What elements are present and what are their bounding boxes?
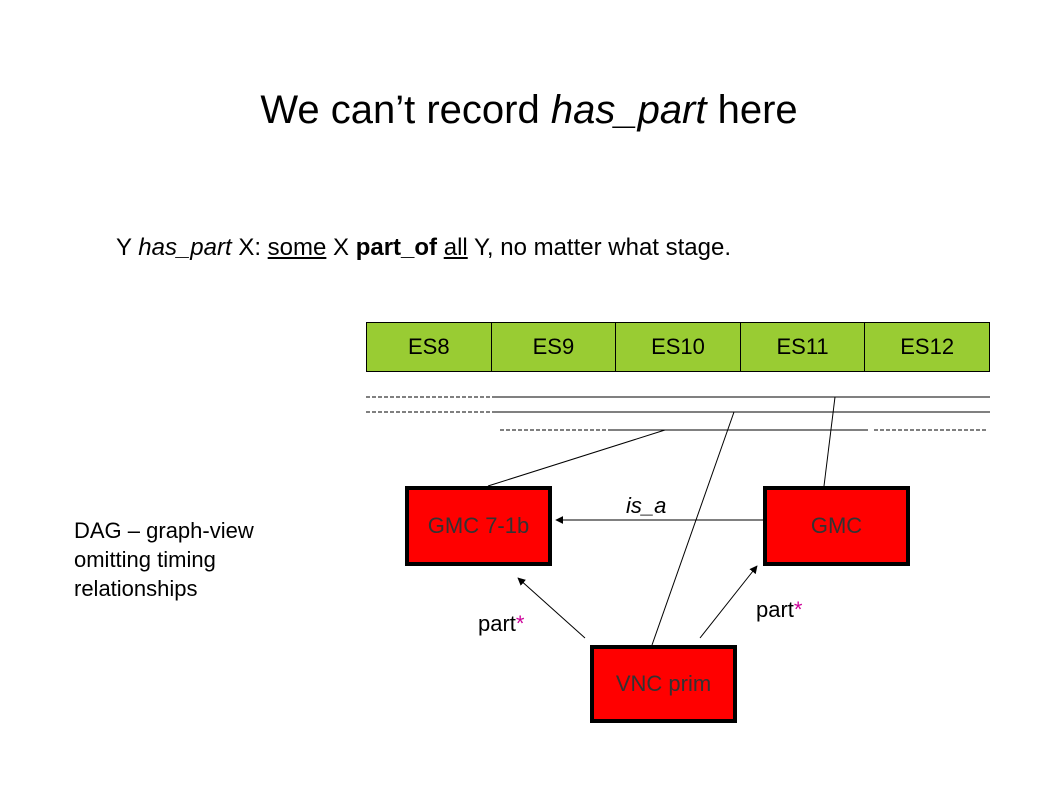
- part-word-right: part: [756, 597, 794, 622]
- part-star-right: *: [793, 597, 803, 622]
- title-suffix: here: [706, 88, 798, 132]
- def-has-part: has_part: [138, 234, 232, 261]
- has-part-definition: Y has_part X: some X part_of all Y, no m…: [116, 233, 731, 263]
- stage-es12: ES12: [900, 334, 955, 359]
- title-prefix: We can’t record: [260, 88, 551, 132]
- slide-title: We can’t record has_part here: [0, 86, 1058, 134]
- node-gmc-7-1b: GMC 7-1b: [405, 486, 552, 566]
- part-label-left: part*: [478, 611, 524, 637]
- connector-gmc71b: [487, 429, 666, 487]
- def-y: Y: [116, 234, 139, 261]
- part-arrow-right: [699, 565, 758, 639]
- def-x: X: [326, 234, 356, 261]
- part-arrow-left: [517, 577, 586, 639]
- part-word-left: part: [478, 611, 516, 636]
- def-rest: Y, no matter what stage.: [467, 234, 732, 261]
- dag-note: DAG – graph-view omitting timing relatio…: [74, 518, 254, 601]
- connector-gmc: [823, 396, 836, 487]
- stage-es10: ES10: [616, 323, 741, 371]
- stage-es9: ES9: [492, 323, 617, 371]
- title-em: has_part: [550, 88, 707, 132]
- part-label-right: part*: [756, 597, 802, 623]
- connector-vnc: [651, 411, 735, 646]
- def-x-colon: X:: [231, 234, 268, 261]
- def-all: all: [443, 234, 468, 261]
- is-a-label: is_a: [626, 493, 667, 518]
- stage-bar: ES8 ES9 ES10 ES11 ES12: [366, 322, 990, 372]
- def-part-of: part_of: [355, 234, 438, 261]
- part-star-left: *: [515, 611, 525, 636]
- stage-es11: ES11: [741, 323, 866, 371]
- node-vnc-prim: VNC prim: [590, 645, 737, 723]
- def-some: some: [267, 234, 327, 261]
- node-gmc: GMC: [763, 486, 910, 566]
- stage-es8: ES8: [367, 323, 492, 371]
